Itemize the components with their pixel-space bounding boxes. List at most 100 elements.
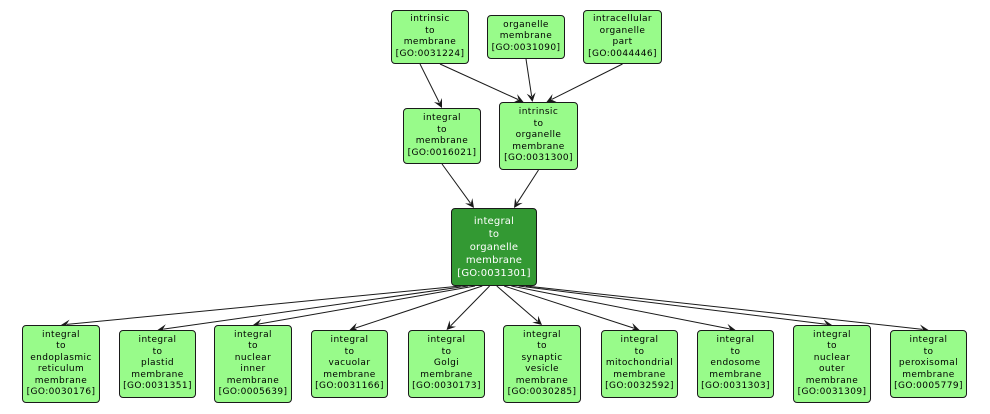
go-term-label-line: integral (42, 329, 80, 340)
go-term-id: [GO:0031090] (491, 42, 561, 53)
edge-line (163, 285, 468, 330)
go-term-label-line: to (56, 341, 66, 351)
go-term-label-line: integral (427, 335, 466, 346)
go-term-id: [GO:0031309] (797, 387, 867, 397)
edge-arrowhead-icon (629, 322, 640, 332)
edge-line (258, 285, 476, 325)
go-term-label-line: membrane (805, 375, 859, 386)
go-term-label-line: intrinsic (410, 14, 450, 24)
go-term-label-line: membrane (499, 31, 553, 42)
go-term-id: [GO:0016021] (407, 147, 477, 158)
edge-line (525, 58, 533, 97)
edge-arrowhead-icon (532, 315, 542, 325)
go-term-label-line: endosome (710, 358, 761, 369)
go-term-label-line: integral (620, 335, 659, 346)
go-term-id: [GO:0005639] (218, 387, 288, 397)
go-term-id: [GO:0030285] (507, 387, 577, 397)
go-term-label-line: membrane (515, 375, 569, 386)
edge-line (516, 169, 539, 204)
go-term-label-line: membrane (34, 375, 88, 386)
go-term-label-line: inner (240, 364, 266, 374)
go-term-label-line: to (248, 341, 258, 351)
go-term-label-line: to (152, 346, 163, 357)
go-term-id: [GO:0031303] (701, 381, 770, 392)
edge-line (355, 285, 483, 329)
go-term-label-line: to (537, 341, 547, 351)
go-term-label-line: integral (523, 329, 561, 340)
go-term-label-line: membrane (403, 37, 457, 47)
go-term-label-line: integral (909, 335, 948, 346)
edge-line (511, 285, 730, 330)
edge-line (66, 285, 461, 325)
go-term-label-line: to (923, 346, 934, 357)
edge-arrowhead-icon (514, 197, 523, 208)
go-term-label-line: reticulum (37, 364, 85, 374)
go-term-id: [GO:0032592] (605, 381, 674, 392)
edge-arrowhead-icon (433, 97, 442, 108)
edge-line (496, 285, 538, 322)
go-term-label-line: membrane (420, 369, 473, 380)
go-term-id: [GO:0031301] (457, 267, 531, 279)
go-term-id: [GO:0031224] (395, 48, 465, 59)
go-term-label-line: nuclear (813, 352, 851, 363)
edge-line (525, 285, 923, 330)
go-term-label-line: integral (330, 335, 369, 346)
go-term-label-line: membrane (323, 369, 376, 380)
go-term-id: [GO:0044446] (588, 48, 657, 59)
go-term-label-line: peroxisomal (898, 358, 959, 369)
go-term-label-line: membrane (709, 369, 762, 380)
go-term-label-line: to (488, 228, 500, 240)
edge-line (419, 63, 440, 103)
go-term-label-line: plastid (141, 358, 174, 369)
go-term-label-line: organelle (469, 241, 519, 253)
go-term-label-line: vesicle (525, 364, 559, 374)
edge-arrowhead-icon (465, 198, 474, 208)
go-term-label-line: organelle (503, 19, 549, 30)
edge-arrowhead-icon (526, 92, 536, 102)
go-term-label-line: membrane (465, 254, 523, 266)
go-term-label-line: nuclear (234, 352, 272, 363)
go-term-label-line: integral (813, 329, 851, 340)
go-term-label-line: membrane (512, 141, 565, 152)
go-term-label-line: integral (423, 113, 461, 123)
go-term-label-line: membrane (226, 375, 280, 386)
go-term-id: [GO:0031166] (315, 381, 384, 392)
go-term-label-line: organelle (599, 25, 646, 36)
go-term-label-line: integral (138, 335, 177, 346)
go-term-label-line: to (634, 346, 645, 357)
edge-arrowhead-icon (446, 320, 457, 330)
edge-arrowhead-icon (349, 322, 360, 332)
go-term-label-line: integral (716, 335, 755, 346)
go-term-label-line: to (827, 341, 837, 351)
go-term-label-line: membrane (415, 136, 469, 146)
edge-line (503, 285, 634, 329)
go-term-label-line: to (425, 25, 435, 36)
go-term-label-line: intrinsic (518, 107, 559, 118)
go-term-label-line: mitochondrial (605, 358, 674, 369)
edge-arrowhead-icon (513, 94, 524, 103)
go-term-id: [GO:0031300] (504, 153, 573, 164)
go-term-label-line: integral (234, 329, 272, 340)
edge-line (441, 163, 471, 204)
go-term-id: [GO:0030176] (26, 387, 96, 397)
go-term-label-line: Golgi (433, 358, 460, 369)
go-term-id: [GO:0030173] (412, 381, 481, 392)
go-term-id: [GO:0005779] (894, 381, 963, 392)
go-term-label-line: synaptic (521, 352, 563, 363)
